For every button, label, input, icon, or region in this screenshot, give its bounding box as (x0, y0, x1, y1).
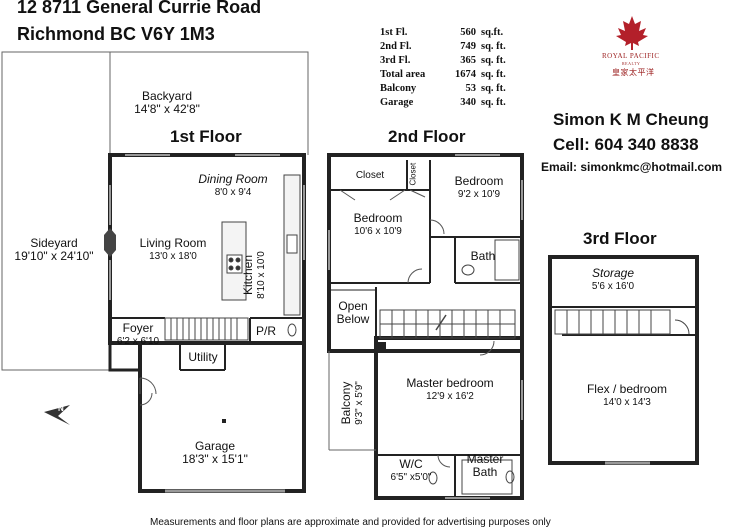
closet-label-small: Closet (408, 162, 418, 186)
powder-room-label: P/R (255, 324, 276, 338)
second-floor-windows (328, 154, 523, 499)
first-floor-stairs (164, 317, 249, 341)
agent-cell: Cell: 604 340 8838 (553, 135, 699, 154)
master-bath-label: Master Bath (466, 452, 504, 479)
storage-label: Storage 5'6 x 16'0 (591, 266, 635, 293)
utility-label: Utility (188, 350, 218, 364)
third-floor-title: 3rd Floor (583, 229, 657, 248)
first-floor-title: 1st Floor (170, 127, 242, 146)
fireplace-icon (104, 228, 116, 257)
yard-outline (1, 51, 309, 371)
closet-label: Closet (355, 170, 385, 181)
second-floor-walls (327, 153, 524, 500)
bath-label: Bath (470, 249, 496, 263)
second-floor-door-swings (407, 219, 495, 468)
flex-bedroom-label: Flex / bedroom 14'0 x 14'3 (586, 382, 668, 409)
compass-icon (44, 405, 70, 425)
post-marker (378, 342, 386, 350)
logo-sub: REALTY (622, 61, 641, 66)
open-below-label: Open Below (336, 299, 370, 326)
compass-letter: N (58, 404, 64, 413)
balcony-label: Balcony 9'3" x 5'9" (339, 381, 365, 425)
living-room-label: Living Room 13'0 x 18'0 (139, 236, 207, 263)
bedroom-label-2: Bedroom 10'6 x 10'9 (353, 211, 403, 238)
master-bedroom-label: Master bedroom 12'9 x 16'2 (406, 376, 494, 403)
foyer-label: Foyer 6'2 x 6'10 (116, 321, 160, 348)
garage-marker (222, 419, 226, 423)
second-floor-title: 2nd Floor (388, 127, 466, 146)
disclaimer-footer: Measurements and floor plans are approxi… (150, 517, 551, 528)
wc-label: W/C 6'5" x5'0" (390, 457, 432, 484)
agent-email: Email: simonkmc@hotmail.com (541, 160, 723, 174)
closet-doors (339, 189, 426, 201)
garage-label: Garage 18'3" x 15'1" (182, 439, 248, 466)
kitchen-label: Kitchen 8'10 x 10'0 (241, 251, 267, 299)
dining-room-label: Dining Room 8'0 x 9'4 (198, 172, 268, 199)
foyer-door (139, 377, 157, 406)
first-floor-windows (109, 154, 305, 300)
maple-leaf-logo (616, 16, 648, 50)
agent-name: Simon K M Cheung (553, 110, 709, 129)
address-line1: 12 8711 General Currie Road (17, 0, 262, 17)
sideyard-label: Sideyard 19'10" x 24'10" (14, 236, 94, 263)
kitchen-counter (221, 174, 301, 316)
backyard-label: Backyard 14'8" x 42'8" (134, 89, 200, 116)
powder-room-toilet (287, 323, 297, 337)
bath-fixtures (428, 239, 520, 495)
second-floor-stairs (379, 309, 516, 339)
logo-chinese: 皇家太平洋 (612, 68, 655, 77)
address-line2: Richmond BC V6Y 1M3 (17, 24, 215, 44)
third-floor-stairs (554, 309, 690, 335)
logo-name: ROYAL PACIFIC (602, 52, 660, 60)
bedroom-label: Bedroom 9'2 x 10'9 (454, 174, 504, 201)
